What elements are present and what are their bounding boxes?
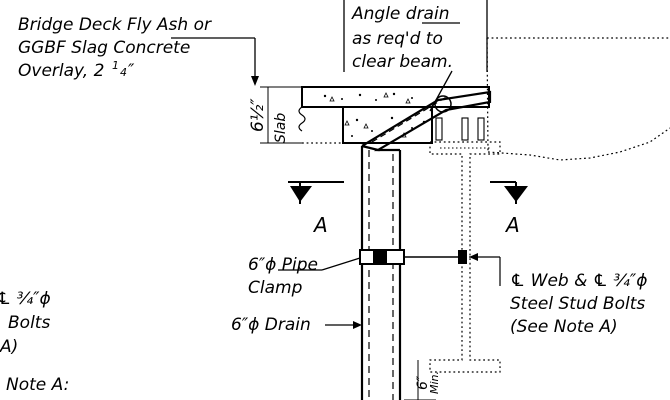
drain-inlet <box>434 95 452 113</box>
beam-left-dotted <box>486 37 489 153</box>
web-label-line3: (See Note A) <box>510 317 618 337</box>
slab-break-line <box>298 106 306 132</box>
beam-curve-dotted <box>487 127 670 161</box>
overlay-arrowhead <box>251 76 259 86</box>
slab-dim-word: Slab <box>273 113 289 143</box>
angle-note-line3: clear beam. <box>352 52 453 72</box>
min-dim-word: Min. <box>428 371 441 394</box>
overlay-label-line2: GGBF Slag Concrete <box>18 38 190 58</box>
angle-drain-pipe <box>361 90 492 152</box>
slab-dim-value: 6½″ <box>248 98 268 132</box>
section-letter-right: A <box>504 213 520 237</box>
pipe-clamp-label-line1: 6″ϕ Pipe <box>248 255 318 275</box>
overlay-frac-num: 1 <box>112 59 119 72</box>
left-cut-label-line1: ℄ ¾″ϕ <box>0 289 51 309</box>
angle-note-line1: Angle drain <box>351 4 449 24</box>
overlay-frac-den: 4 <box>120 66 127 79</box>
drain-top-cap <box>361 144 400 152</box>
pipe-clamp-label-line2: Clamp <box>248 278 303 298</box>
shear-studs <box>435 117 485 141</box>
concrete-triangles <box>329 92 411 138</box>
stud-bolt-nut <box>458 250 467 264</box>
drain-label: 6″ϕ Drain <box>231 315 311 335</box>
note-a-title: Note A: <box>6 375 69 395</box>
web-label-line2: Steel Stud Bolts <box>510 294 645 314</box>
clamp-leader <box>321 257 361 271</box>
section-marker-left: A <box>288 181 344 237</box>
web-arrowhead <box>469 253 478 261</box>
left-cut-label-line3: A) <box>0 337 18 357</box>
girder-web-dotted <box>429 141 501 373</box>
section-letter-left: A <box>312 213 328 237</box>
min-dim-value: 6″ <box>415 375 431 390</box>
left-cut-label-line2: Bolts <box>8 313 50 333</box>
slab-body <box>342 107 433 144</box>
overlay-inch-mark: ″ <box>128 61 135 81</box>
clamp-bolt-head <box>373 250 387 264</box>
drain-arrowhead <box>353 321 362 329</box>
section-marker-right: A <box>490 181 528 237</box>
overlay-label-line1: Bridge Deck Fly Ash or <box>18 15 212 35</box>
web-label-line1: ℄ Web & ℄ ¾″ϕ <box>510 271 647 291</box>
angle-note-line2: as req'd to <box>352 29 443 49</box>
overlay-label-line3: Overlay, 2 <box>18 61 104 81</box>
